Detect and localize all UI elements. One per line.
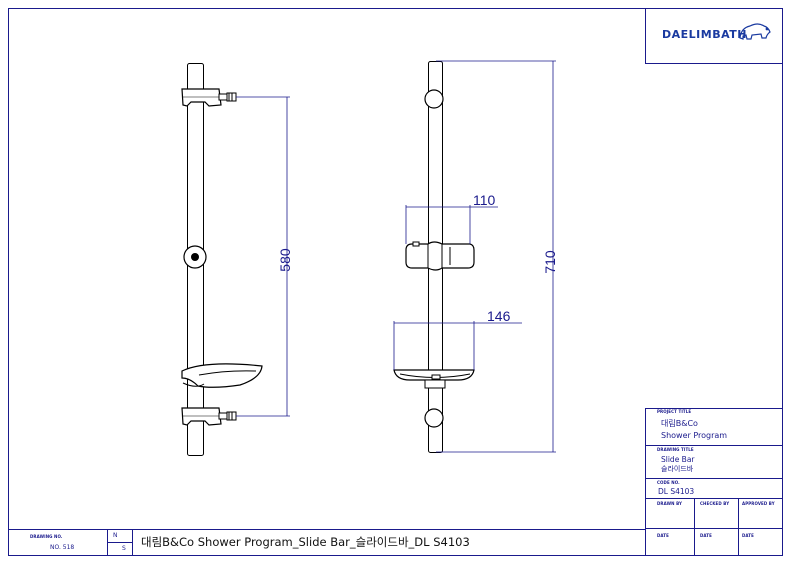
dim-580-lines (236, 96, 290, 417)
company-logo-text: DAELIMBATH (662, 28, 747, 41)
drawing-full-title: 대림B&Co Shower Program_Slide Bar_슬라이드바_DL… (141, 535, 470, 549)
code-no-label: CODE NO. (657, 480, 680, 485)
drawing-no-label: DRAWING NO. (30, 534, 63, 539)
date-label-3: DATE (742, 533, 754, 538)
dimension-710-label: 710 (542, 250, 558, 274)
dimension-110-label: 110 (473, 192, 496, 208)
dimension-580-label: 580 (277, 248, 293, 272)
sheet-border (8, 8, 783, 556)
north-label: N (113, 532, 118, 539)
project-title-line2: Shower Program (661, 431, 728, 440)
dimension-146-label: 146 (487, 308, 511, 324)
left-view-slide-bar (181, 63, 263, 456)
right-top-bracket (424, 89, 444, 109)
right-bottom-bracket (424, 408, 444, 428)
code-no-value: DL S4103 (658, 487, 695, 496)
dim-right-lines (393, 60, 556, 453)
right-view-slide-bar (393, 61, 475, 453)
date-label-2: DATE (700, 533, 712, 538)
drawing-title-line1: Slide Bar (661, 455, 695, 464)
project-title-line1: 대림B&Co (661, 419, 698, 428)
project-title-label: PROJECT TITLE (657, 409, 692, 414)
checked-by-label: CHECKED BY (700, 501, 730, 506)
drawing-no-value: NO. 518 (50, 544, 75, 551)
date-label-1: DATE (657, 533, 669, 538)
left-soap-dish (181, 363, 263, 388)
drawn-by-label: DRAWN BY (657, 501, 682, 506)
drawing-title-label: DRAWING TITLE (657, 447, 694, 452)
south-label: S (122, 545, 126, 552)
polar-bear-logo-icon (739, 23, 771, 40)
approved-by-label: APPROVED BY (742, 501, 775, 506)
drawing-title-line2: 슬라이드바 (661, 465, 694, 473)
